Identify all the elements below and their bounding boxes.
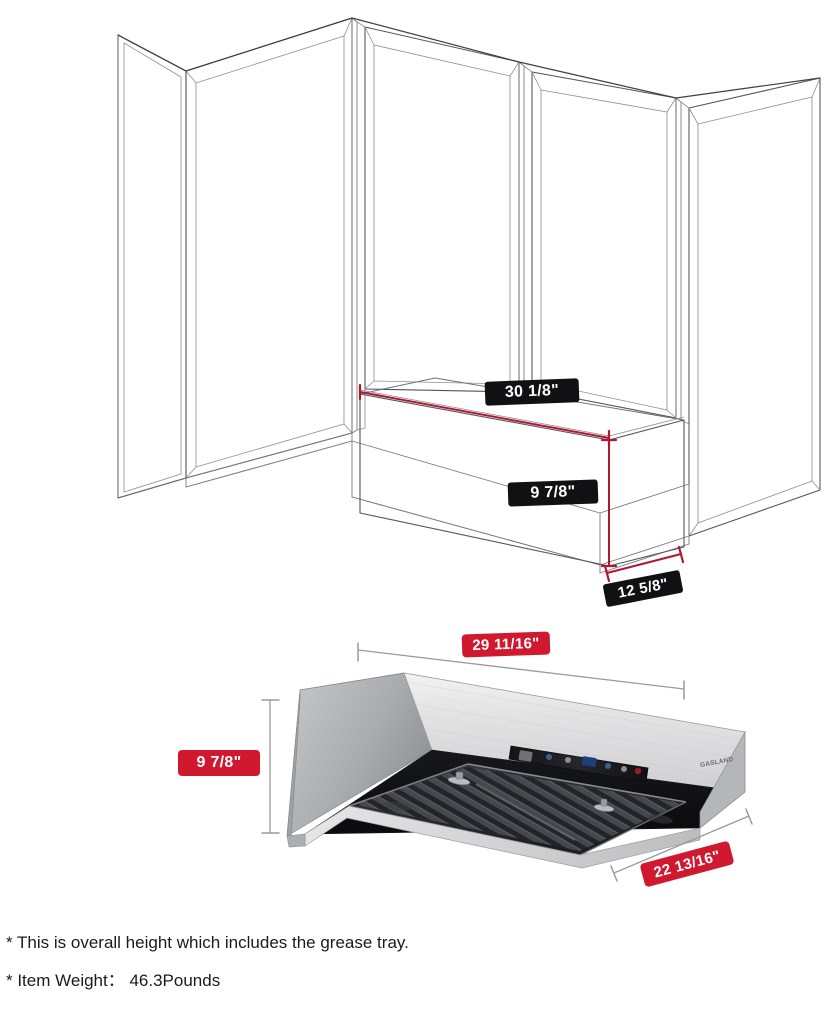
hood-opening-box [359, 377, 685, 567]
dimension-label-hood-width: 29 11/16" [461, 631, 551, 658]
hood-bottom-left-corner [286, 833, 306, 848]
dim-line-hood-depth [613, 815, 750, 874]
cabinet-left [117, 17, 353, 499]
footnote-item-weight: * Item Weight： 46.3Pounds [6, 970, 221, 990]
control-panel-buttons [518, 750, 642, 775]
dimension-label-opening-height: 9 7/8" [507, 479, 599, 507]
dim-line-opening-depth [606, 553, 682, 574]
hood-bottom-rim [304, 805, 701, 869]
hood-control-panel [508, 745, 649, 783]
cabinet-third [518, 61, 677, 419]
filter-knob [455, 771, 608, 807]
cabinet-dimension-lines-red [358, 383, 685, 583]
hood-right-end [699, 730, 746, 829]
hood-light-lens [384, 801, 673, 824]
dim-line-opening-width [359, 391, 610, 439]
cabinet-second [351, 17, 520, 434]
dim-line-hood-width [357, 649, 685, 690]
footnote-grease-tray: * This is overall height which includes … [6, 933, 409, 952]
hood-baffle-filters [347, 763, 688, 856]
cabinet-outline-group [117, 17, 821, 574]
hood-dimension-lines [261, 642, 753, 882]
dimension-label-hood-height: 9 7/8" [178, 750, 260, 776]
cabinet-right [675, 77, 821, 537]
cabinet-lower-surfaces [185, 432, 690, 574]
range-hood-product [286, 672, 747, 869]
filter-handle [447, 776, 615, 812]
footnotes: * This is overall height which includes … [6, 930, 706, 1005]
dimension-label-opening-width: 30 1/8" [484, 378, 580, 406]
